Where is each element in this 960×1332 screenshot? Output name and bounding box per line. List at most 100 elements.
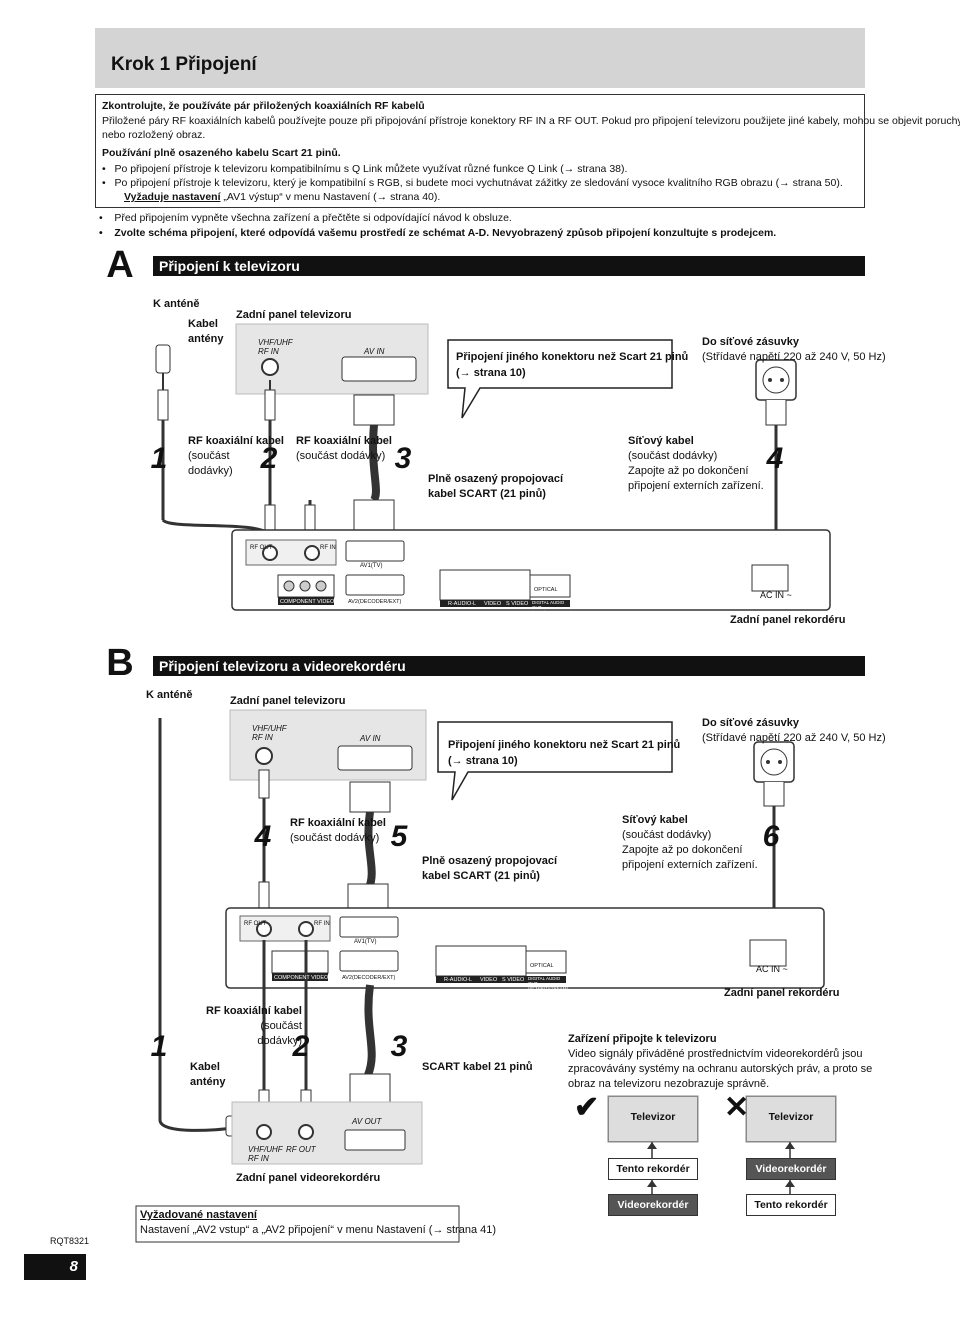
a-mains-title: Do síťové zásuvky [702,336,799,348]
scart-plug-top-a [353,394,395,426]
b-mains-sub: (Střídavé napětí 220 až 240 V, 50 Hz) [702,732,886,744]
info-heading: Zkontrolujte, že používáte pár přiložený… [102,100,425,112]
a-av-in-label: AV IN [364,347,385,356]
a-recorder-rear-label: Zadní panel rekordéru [730,614,846,626]
bad-vcr-box: Videorekordér [746,1158,836,1180]
page-title-band: Krok 1 Připojení [95,28,865,88]
b-antenna-label: K anténě [146,689,193,701]
a-step-1: 1 [150,442,168,475]
a-av2-label: AV2(DECODER/EXT) [348,599,402,605]
callout-a-shape [447,339,673,419]
section-a-title: Připojení k televizoru [159,258,300,274]
vcr-rear-label: Zadní panel videorekordéru [236,1172,381,1184]
b-step-5: 5 [390,820,408,853]
tv-rf-in-jack-a [261,358,279,376]
document-code: RQT8321 [50,1236,90,1246]
callout-b-shape [437,721,673,801]
b-svideo-label: S VIDEO [502,977,525,983]
page-number: 8 [24,1254,86,1280]
vcr-note: Zařízení připojte k televizoru Video sig… [568,1033,873,1090]
a-step-2: 2 [260,442,278,475]
b-tv-rear-label: Zadní panel televizoru [230,695,346,707]
info-box: Zkontrolujte, že používáte pár přiložený… [95,94,960,208]
a-digital-label: DIGITAL AUDIO OUT (PCM/BITSTREAM) [532,600,572,615]
a-svideo-label: S VIDEO [506,601,529,607]
a-callout-line-1: Připojení jiného konektoru než Scart 21 … [456,351,689,363]
b-scart21-label: SCART kabel 21 pinů [422,1061,533,1073]
a-audio-label: R-AUDIO-L [448,601,477,607]
section-b-title: Připojení televizoru a videorekordéru [159,658,406,674]
tv-av-in-scart-a [341,356,417,382]
setting-box [135,1205,460,1243]
a-rf-out-label: RF OUT [250,545,273,551]
section-b-bar: Připojení televizoru a videorekordéru [153,656,865,676]
bad-tv-box: Televizor [746,1096,836,1142]
b-video-label: VIDEO [480,977,498,983]
good-tv-box: Televizor [608,1096,698,1142]
b-av2-label: AV2(DECODER/EXT) [342,975,396,981]
b-step-4: 4 [254,820,272,853]
page-title: Krok 1 Připojení [111,54,257,75]
b-step-6: 6 [762,820,780,853]
a-component-label: COMPONENT VIDEO OUT [280,599,348,605]
b-power-cable: Síťový kabel(součást dodávky)Zapojte až … [622,814,758,871]
b-rf-in-label: RF IN [314,921,330,927]
b-audio-label: R-AUDIO-L [444,977,473,983]
vcr-av-out-label: AV OUT [352,1117,382,1126]
outlet-a [755,359,797,401]
b-callout-line-1: Připojení jiného konektoru než Scart 21 … [448,739,681,751]
info-line-1: Přiložené páry RF koaxiálních kabelů pou… [102,115,960,127]
b-digital-label: DIGITAL AUDIO OUT (PCM/BITSTREAM) [528,976,568,991]
b-step-1: 1 [150,1030,168,1063]
a-step-3: 3 [394,442,412,475]
scart-heading: Používání plně osazeného kabelu Scart 21… [102,147,341,159]
b-ac-in-label: AC IN ~ [756,964,788,974]
b-optical-label: OPTICAL [530,963,554,969]
required-setting: Vyžaduje nastavení „AV1 výstup“ v menu N… [124,191,441,203]
info-line-2: nebo rozložený obraz. [102,129,206,141]
a-rf-cable-2: RF koaxiální kabel(součást dodávky) [296,435,392,462]
b-rf-out-label: RF OUT [244,921,267,927]
a-cable-antenna-1: Kabel [188,318,218,330]
bad-recorder-box: Tento rekordér [746,1194,836,1216]
scart-plug-bottom-a [353,499,395,533]
b-step-3: 3 [390,1030,408,1063]
section-a-letter: A [106,244,134,286]
a-video-label: VIDEO [484,601,502,607]
a-mains-sub: (Střídavé napětí 220 až 240 V, 50 Hz) [702,351,886,363]
note-choose-scheme: • Zvolte schéma připojení, které odpovíd… [99,227,777,239]
b-rf-cable: RF koaxiální kabel(součást dodávky) [290,817,386,844]
a-cable-antenna-2: antény [188,333,224,345]
b-av-in-label: AV IN [360,734,381,743]
a-step-4: 4 [766,442,784,475]
a-optical-label: OPTICAL [534,587,558,593]
bullet-rgb: • Po připojení přístroje k televizoru, k… [102,177,843,189]
a-ac-in-label: AC IN ~ [760,590,792,600]
a-antenna-label: K anténě [153,298,200,310]
a-av1-label: AV1(TV) [360,563,383,569]
b-mains-title: Do síťové zásuvky [702,717,799,729]
b-av1-label: AV1(TV) [354,939,377,945]
b-component-label: COMPONENT VIDEO OUT [274,975,342,981]
a-rf-in-label: RF IN [320,545,336,551]
good-recorder-box: Tento rekordér [608,1158,698,1180]
cross-icon: ✕ [724,1091,750,1124]
b-step-2: 2 [292,1030,310,1063]
section-b-letter: B [106,642,134,684]
a-power-cable: Síťový kabel(součást dodávky)Zapojte až … [628,435,764,492]
note-power-off: • Před připojením vypněte všechna zaříze… [99,212,512,224]
a-tv-rear-label: Zadní panel televizoru [236,309,352,321]
antenna-plug-a [155,344,171,374]
b-recorder-rear-label: Zadní panel rekordéru [724,987,840,999]
section-a-bar: Připojení k televizoru [153,256,865,276]
